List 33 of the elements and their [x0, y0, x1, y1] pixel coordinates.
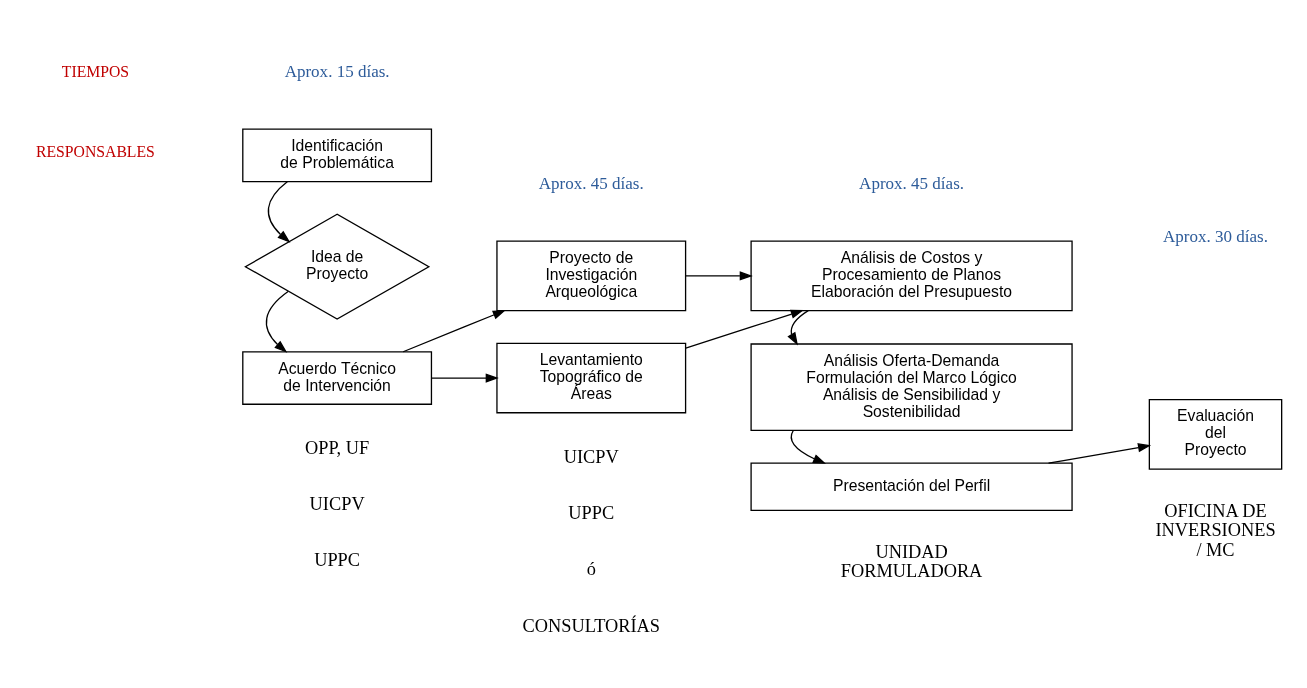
label: Aprox. 45 días.: [859, 173, 965, 193]
label: TIEMPOS: [61, 62, 130, 80]
arrow: [265, 290, 289, 353]
label: CONSULTORÍAS: [522, 615, 661, 636]
node-box: Análisis Oferta-Demanda Formulación del Marco Lógico Análisis de Sensibilidad y Sostenibilidad: [750, 343, 1073, 432]
node-box: Identificación de Problemática: [242, 128, 433, 183]
label: UNIDAD FORMULADORA: [840, 541, 983, 582]
node-diamond: Idea de Proyecto: [244, 213, 431, 320]
node-box: Proyecto de Investigación Arqueológica: [496, 240, 687, 312]
arrow: [402, 310, 506, 353]
node-box: Presentación del Perfil: [750, 462, 1073, 512]
label: UICPV: [563, 446, 619, 467]
arrow: [431, 373, 499, 383]
node-box: Levantamiento Topográfico de Áreas: [496, 342, 687, 414]
arrow: [790, 429, 826, 464]
label: RESPONSABLES: [36, 142, 155, 160]
arrow: [787, 309, 809, 346]
arrow: [1047, 443, 1152, 464]
label: Aprox. 30 días.: [1163, 227, 1268, 247]
label: Aprox. 45 días.: [538, 173, 644, 193]
node-box: Análisis de Costos y Procesamiento de Planos Elaboración del Presupuesto: [750, 240, 1073, 312]
arrow: [685, 271, 753, 281]
label: ó: [586, 559, 596, 580]
label: UPPC: [568, 503, 615, 524]
label: OPP, UF: [305, 437, 370, 458]
node-box: Acuerdo Técnico de Intervención: [242, 351, 433, 405]
label: UPPC: [314, 550, 361, 571]
label: OFICINA DE INVERSIONES / MC: [1155, 500, 1276, 560]
label: Aprox. 15 días.: [284, 62, 390, 82]
node-box: Evaluación del Proyecto: [1148, 399, 1283, 470]
label: UICPV: [309, 493, 365, 514]
arrow: [685, 309, 804, 349]
arrow: [267, 180, 291, 243]
